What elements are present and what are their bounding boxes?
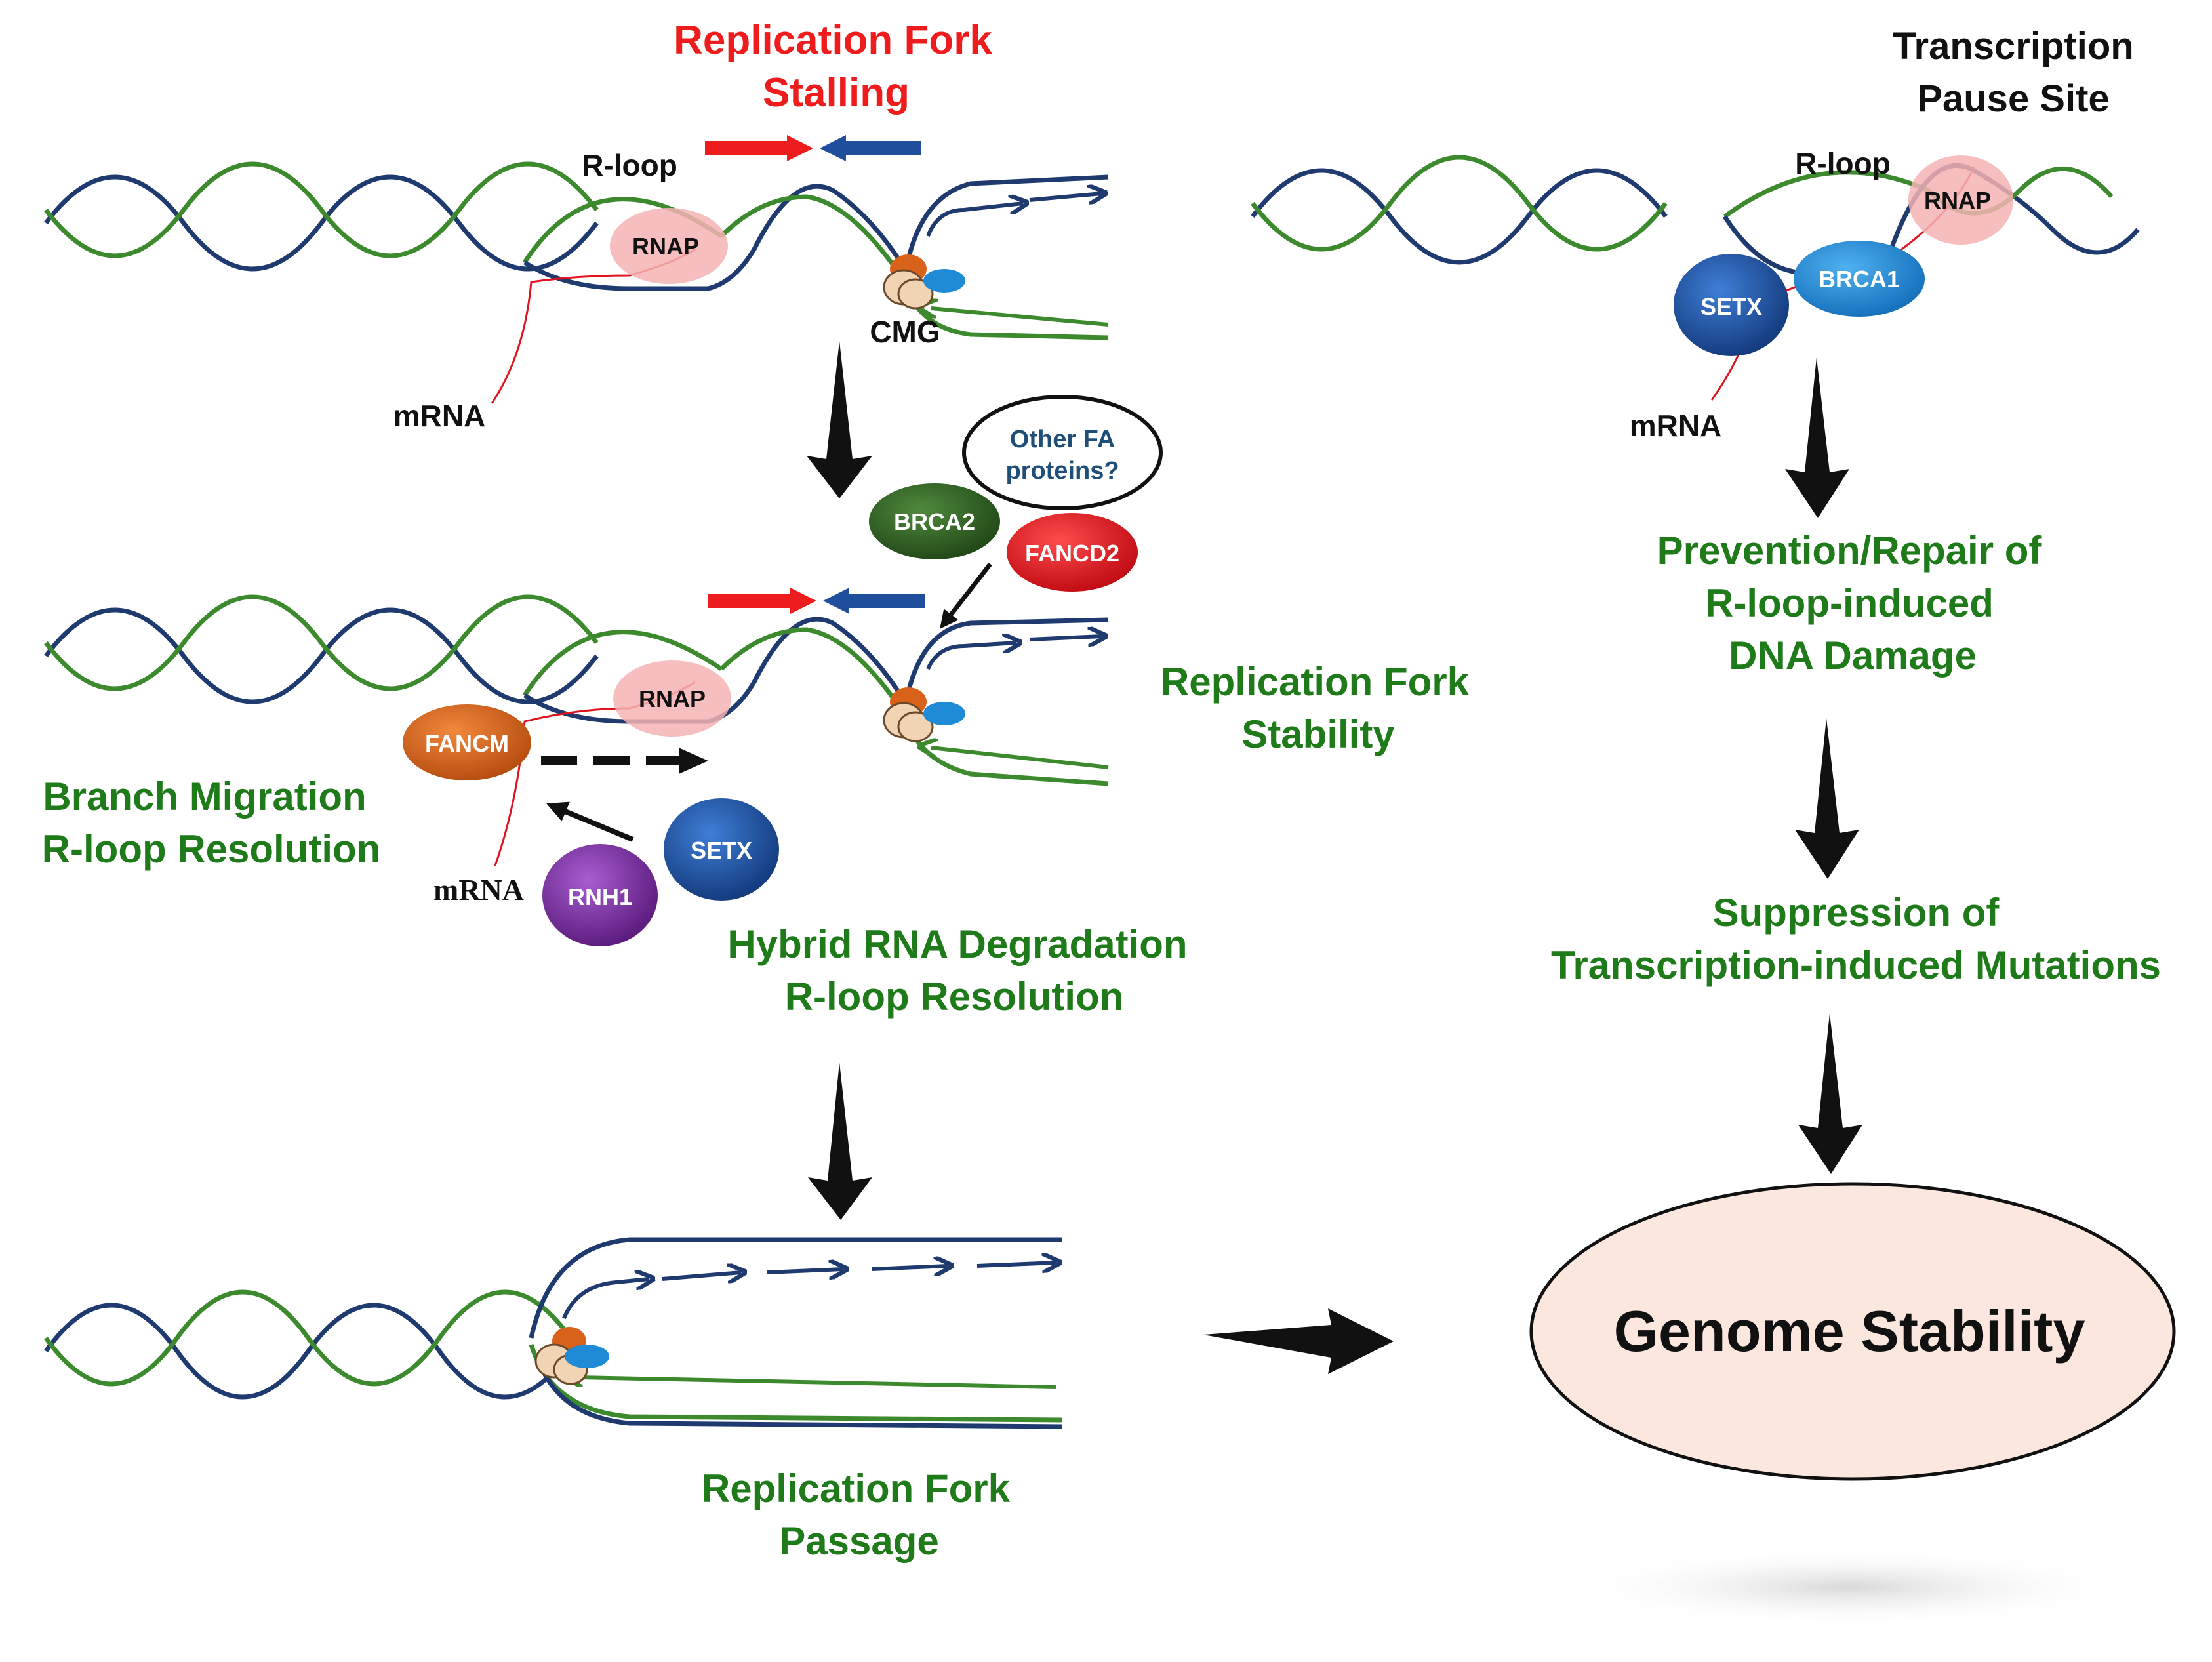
setx-label-right: SETX xyxy=(1700,293,1762,320)
collision-arrows xyxy=(705,135,921,161)
setx-label-mid: SETX xyxy=(691,837,752,864)
rloop-green-arc-r xyxy=(1723,170,1929,218)
leading-strand xyxy=(926,203,1023,237)
branch-migration-label-1: Branch Migration xyxy=(43,775,366,819)
rnh1-label: RNH1 xyxy=(568,883,632,910)
branch-migration-dashed-arrow xyxy=(541,748,708,774)
mrna-label-right: mRNA xyxy=(1630,409,1722,443)
cmg-helicase-bottom xyxy=(534,1327,609,1385)
hybrid-degradation-label-2: R-loop Resolution xyxy=(785,975,1124,1019)
other-fa-label-1: Other FA xyxy=(1010,426,1115,453)
fa-protein-cluster: Other FA proteins? BRCA2 FANCD2 xyxy=(869,395,1163,629)
fork-stability-label-1: Replication Fork xyxy=(1161,660,1470,704)
rnap-label-right: RNAP xyxy=(1924,187,1991,214)
panel-fork-stalling: RNAP Replication Fork Stalling R-loop mR… xyxy=(44,18,1109,433)
hybrid-degradation-label-1: Hybrid RNA Degradation xyxy=(727,922,1187,966)
dna-strand-green-r xyxy=(1251,155,1668,252)
rloop-label-right: R-loop xyxy=(1795,146,1891,180)
prevention-label-2: R-loop-induced xyxy=(1705,581,1994,625)
rloop-blue-strand xyxy=(523,184,907,291)
mrna-label-top: mRNA xyxy=(393,399,486,433)
down-arrow-1 xyxy=(807,341,872,498)
brca2-protein xyxy=(869,483,1000,559)
dna-strand-blue-2 xyxy=(44,607,599,704)
leading-strand-bottom-3 xyxy=(767,1269,843,1272)
dna-strand-green-3 xyxy=(44,1289,573,1387)
setx-protein-right xyxy=(1674,254,1789,356)
leading-strand-bottom-1 xyxy=(562,1279,649,1320)
other-fa-bubble xyxy=(962,395,1163,510)
brca1-protein xyxy=(1794,241,1925,317)
right-arrow-to-genome xyxy=(1203,1308,1394,1374)
mrna-label-mid: mRNA xyxy=(433,873,524,906)
cmg-label: CMG xyxy=(870,315,940,349)
dna-strand-blue xyxy=(44,174,599,272)
degradation-arrow xyxy=(546,801,634,842)
rloop-green-arc-2 xyxy=(523,630,723,697)
down-arrow-right-2 xyxy=(1795,718,1859,879)
leading-strand-bottom-2 xyxy=(662,1272,741,1279)
fork-top-arm-2 xyxy=(902,617,1109,709)
down-arrow-2 xyxy=(808,1063,872,1220)
leading-strand-mid-2 xyxy=(1029,636,1102,639)
dna-strand-blue-3 xyxy=(44,1303,573,1400)
fork-stalling-title-1: Replication Fork xyxy=(674,18,992,63)
other-fa-label-2: proteins? xyxy=(1005,457,1119,485)
rnap-blob xyxy=(610,208,728,284)
lagging-strand-mid xyxy=(931,748,1109,769)
genome-stability-label: Genome Stability xyxy=(1614,1299,2085,1364)
prevention-label-3: DNA Damage xyxy=(1729,634,1977,678)
lagging-strand xyxy=(931,308,1109,327)
cmg-helicase-mid xyxy=(883,687,965,742)
dna-strand-green xyxy=(44,161,599,258)
green-continuation xyxy=(719,194,907,283)
down-arrow-right-1 xyxy=(1785,357,1849,518)
rnap-blob-mid xyxy=(613,660,731,737)
fork-top-arm xyxy=(902,174,1109,276)
pause-site-title-1: Transcription xyxy=(1893,25,2133,68)
genome-stability-oval xyxy=(1529,1182,2176,1481)
fork-stalling-title-2: Stalling xyxy=(763,70,910,115)
fancm-label: FANCM xyxy=(425,730,509,757)
rnap-label-mid: RNAP xyxy=(639,685,706,712)
panel-fork-passage: Replication Fork Passage xyxy=(44,1237,1063,1563)
setx-protein-mid xyxy=(664,798,779,901)
suppression-label-1: Suppression of xyxy=(1713,891,2000,935)
rloop-label-top: R-loop xyxy=(582,148,677,182)
prevention-label-1: Prevention/Repair of xyxy=(1657,529,2043,573)
fancd2-protein xyxy=(1007,513,1138,592)
rnh1-protein xyxy=(542,844,658,946)
genome-stability-shadow xyxy=(1561,1548,2138,1627)
suppression-label-2: Transcription-induced Mutations xyxy=(1551,943,2161,987)
leading-strand-bottom-5 xyxy=(976,1263,1056,1266)
fancd2-label: FANCD2 xyxy=(1025,540,1119,567)
cmg-helicase xyxy=(883,254,965,310)
fork-passage-label-1: Replication Fork xyxy=(702,1467,1011,1510)
brca1-label: BRCA1 xyxy=(1819,266,1900,293)
fork-stability-label-2: Stability xyxy=(1241,712,1395,756)
collision-arrows-mid xyxy=(708,588,925,614)
branch-migration-label-2: R-loop Resolution xyxy=(42,827,381,871)
panel-pause-site: Transcription Pause Site RNAP R-loop BRC… xyxy=(1251,25,2176,1627)
rnap-blob-right xyxy=(1908,155,2013,245)
fa-recruit-arrow xyxy=(940,562,992,629)
leading-strand-2 xyxy=(1029,193,1102,200)
fancm-protein xyxy=(403,704,531,780)
brca2-label: BRCA2 xyxy=(894,508,975,535)
rloop-blue-strand-2 xyxy=(523,617,907,724)
fork-passage-label-2: Passage xyxy=(779,1519,939,1563)
green-continuation-2 xyxy=(719,627,907,716)
pause-site-title-2: Pause Site xyxy=(1917,77,2109,120)
dna-strand-green-2 xyxy=(44,594,599,691)
rnap-label-top: RNAP xyxy=(632,233,699,260)
fork-top-arm-3 xyxy=(529,1237,1062,1339)
leading-strand-bottom-4 xyxy=(872,1266,948,1269)
lagging-strand-bottom xyxy=(577,1377,1056,1389)
leading-strand-mid xyxy=(926,643,1016,670)
panel-resolution: RNAP FANCM SETX RNH1 mRNA Replicatio xyxy=(42,588,1470,1019)
dna-strand-blue-r xyxy=(1251,168,1668,265)
down-arrow-right-3 xyxy=(1798,1013,1862,1174)
